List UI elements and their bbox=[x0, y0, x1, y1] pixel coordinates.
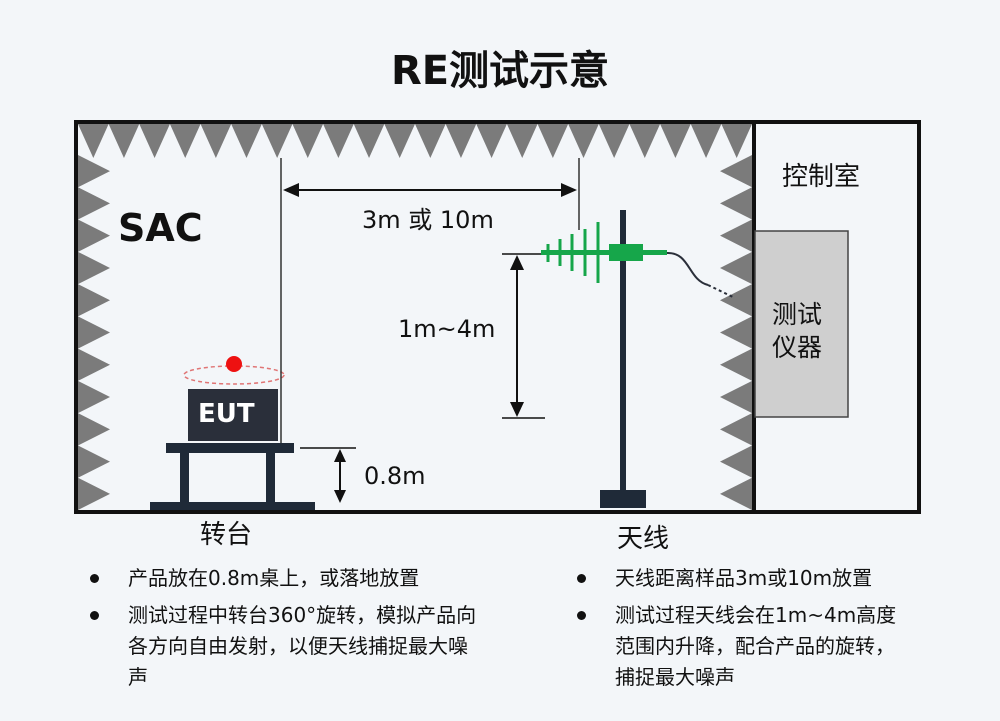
absorber-cone bbox=[200, 124, 232, 158]
height-arrow-top-head bbox=[510, 255, 524, 270]
absorber-cone bbox=[690, 124, 722, 158]
absorber-cone bbox=[720, 155, 752, 188]
absorber-cones-right bbox=[720, 155, 752, 510]
absorber-cone bbox=[720, 477, 752, 510]
turntable-leg-left bbox=[180, 452, 189, 502]
antenna-label: 天线 bbox=[617, 524, 670, 554]
absorber-cone bbox=[384, 124, 415, 158]
test-instrument-box bbox=[754, 230, 849, 418]
left-notes-list: 产品放在0.8m桌上，或落地放置 测试过程中转台360°旋转，模拟产品向各方向自… bbox=[78, 563, 478, 699]
table-height-label: 0.8m bbox=[364, 462, 426, 490]
antenna-mast bbox=[620, 210, 626, 495]
table-arrow-bottom-head bbox=[334, 490, 346, 503]
page-title: RE测试示意 bbox=[390, 48, 610, 94]
absorber-cone bbox=[78, 219, 110, 252]
absorber-cones-left bbox=[78, 155, 110, 510]
absorber-cone bbox=[78, 477, 110, 510]
absorber-cone bbox=[568, 124, 599, 158]
absorber-cone bbox=[78, 348, 110, 381]
absorber-cone bbox=[261, 124, 293, 158]
absorber-cone bbox=[445, 124, 477, 158]
absorber-cone bbox=[506, 124, 538, 158]
absorber-cone bbox=[78, 124, 109, 158]
absorber-cone bbox=[231, 124, 262, 158]
absorber-cone bbox=[720, 380, 752, 414]
absorber-cone bbox=[78, 445, 110, 478]
antenna-cable-dashed bbox=[707, 284, 736, 299]
absorber-cone bbox=[720, 348, 752, 381]
absorber-cone bbox=[78, 155, 110, 188]
absorber-cone bbox=[537, 124, 569, 158]
absorber-cone bbox=[78, 187, 110, 220]
absorber-cone bbox=[78, 413, 110, 446]
absorber-cone bbox=[660, 124, 691, 158]
chamber-label: SAC bbox=[118, 206, 203, 250]
absorber-cone bbox=[720, 251, 752, 285]
absorber-cone bbox=[629, 124, 661, 158]
distance-arrow-left-head bbox=[283, 183, 299, 197]
absorber-cone bbox=[78, 284, 110, 317]
antenna-mast-base bbox=[600, 490, 646, 508]
turntable-leg-right bbox=[266, 452, 275, 502]
absorber-cone bbox=[415, 124, 446, 158]
absorber-cone bbox=[169, 124, 201, 158]
antenna-element bbox=[541, 222, 667, 283]
absorber-cone bbox=[720, 413, 752, 446]
absorber-cone bbox=[720, 445, 752, 478]
table-arrow-top-head bbox=[334, 449, 346, 462]
turntable-top bbox=[166, 443, 294, 453]
instrument-label-line2: 仪器 bbox=[772, 333, 823, 362]
absorber-cone bbox=[720, 187, 752, 220]
list-item: 测试过程中转台360°旋转，模拟产品向各方向自由发射，以便天线捕捉最大噪声 bbox=[78, 600, 478, 693]
absorber-cone bbox=[78, 380, 110, 414]
absorber-cone bbox=[78, 316, 110, 349]
absorber-cone bbox=[78, 251, 110, 285]
absorber-cones-top bbox=[78, 124, 752, 158]
list-item: 天线距离样品3m或10m放置 bbox=[565, 563, 905, 594]
eut-marker-dot bbox=[226, 356, 242, 372]
absorber-cone bbox=[721, 124, 752, 158]
chamber-outline bbox=[74, 120, 921, 514]
distance-arrow-right-head bbox=[561, 183, 577, 197]
absorber-cone bbox=[108, 124, 140, 158]
eut-label: EUT bbox=[198, 399, 255, 429]
list-item: 产品放在0.8m桌上，或落地放置 bbox=[78, 563, 478, 594]
absorber-cone bbox=[292, 124, 324, 158]
control-room-label: 控制室 bbox=[782, 162, 861, 192]
list-item: 测试过程天线会在1m~4m高度范围内升降，配合产品的旋转，捕捉最大噪声 bbox=[565, 600, 905, 693]
height-arrow-bottom-head bbox=[510, 402, 524, 417]
instrument-label-line1: 测试 bbox=[772, 300, 823, 329]
absorber-cone bbox=[720, 316, 752, 349]
absorber-cone bbox=[476, 124, 507, 158]
absorber-cone bbox=[720, 284, 752, 317]
antenna-cable bbox=[666, 251, 709, 286]
turntable-label: 转台 bbox=[200, 520, 253, 550]
absorber-cone bbox=[598, 124, 630, 158]
right-notes-list: 天线距离样品3m或10m放置 测试过程天线会在1m~4m高度范围内升降，配合产品… bbox=[565, 563, 905, 699]
absorber-cone bbox=[720, 219, 752, 252]
absorber-cone bbox=[353, 124, 385, 158]
absorber-cone bbox=[323, 124, 354, 158]
absorber-cone bbox=[139, 124, 170, 158]
height-range-label: 1m~4m bbox=[398, 315, 496, 343]
distance-label: 3m 或 10m bbox=[362, 206, 494, 234]
turntable-base bbox=[150, 502, 315, 510]
eut-box bbox=[188, 389, 278, 441]
